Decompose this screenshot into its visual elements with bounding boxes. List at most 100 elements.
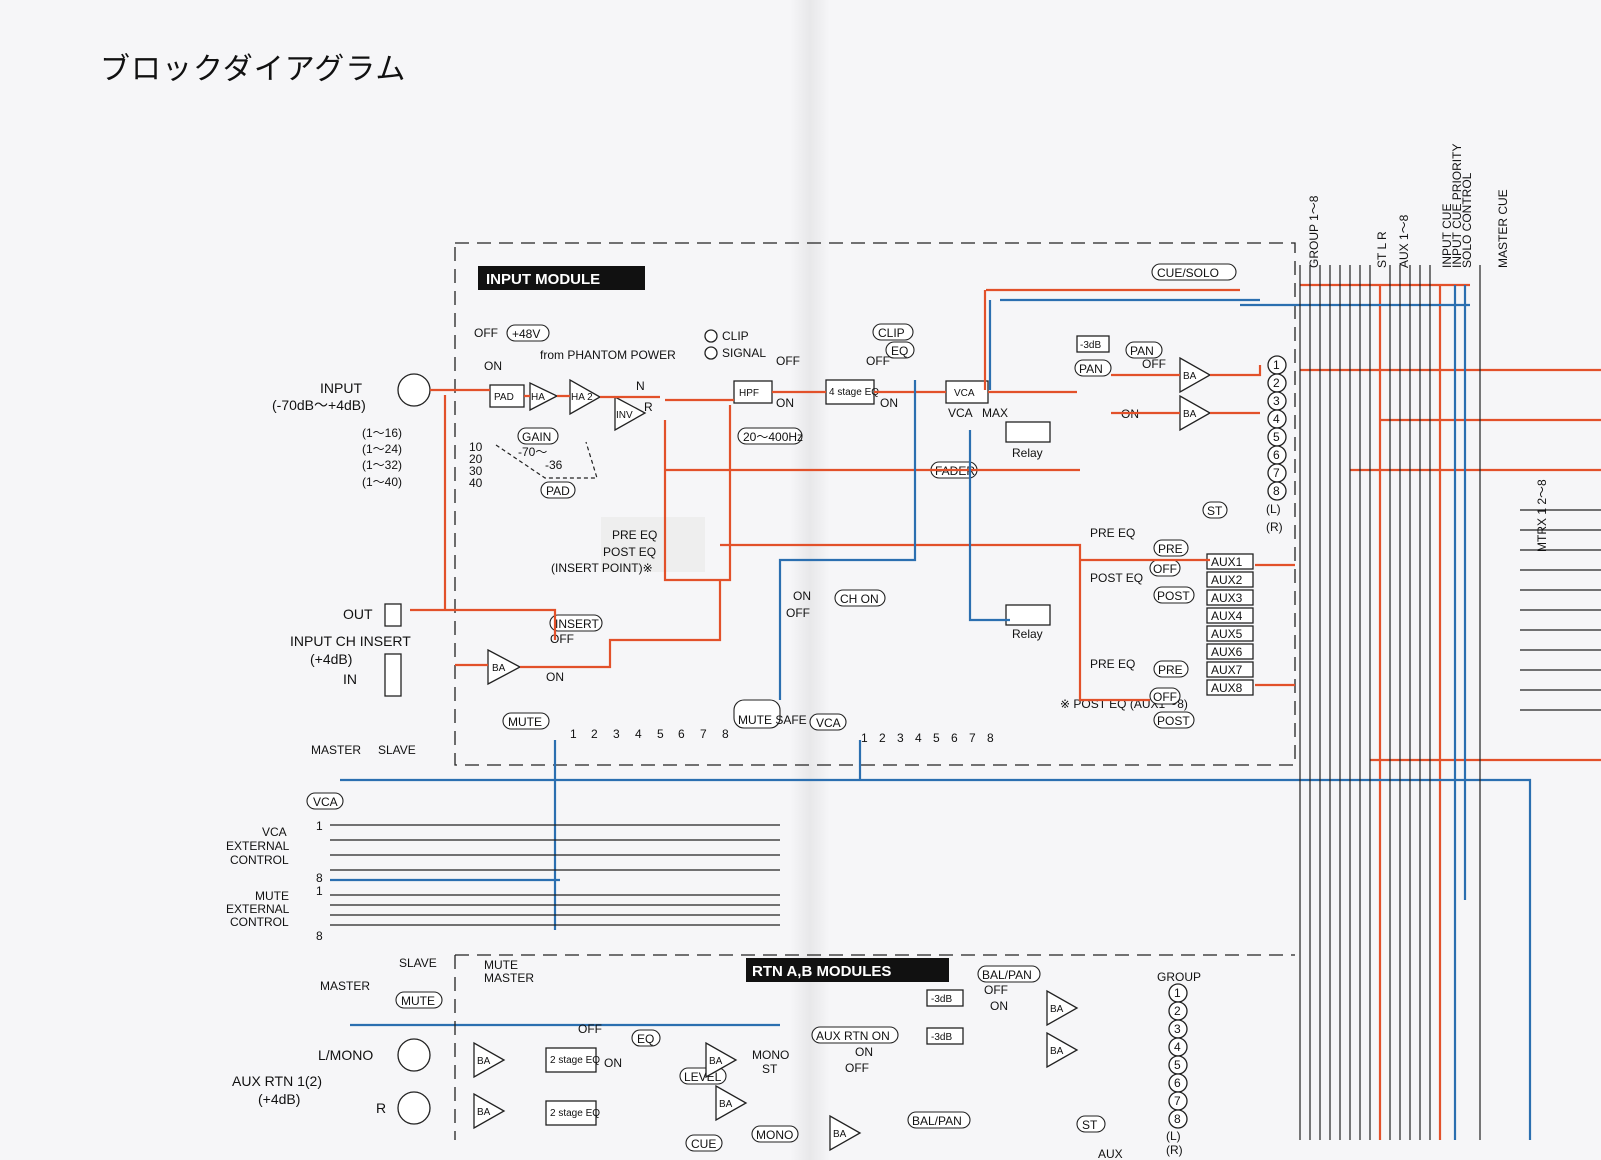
aux-pre-eq-bottom: PRE EQ bbox=[1090, 657, 1135, 671]
inv-amp-icon bbox=[614, 395, 647, 432]
group-3: 3 bbox=[1273, 394, 1280, 408]
ext-master: MASTER bbox=[311, 743, 361, 757]
rtn-mono: MONO bbox=[752, 1048, 789, 1062]
mute-num-1: 1 bbox=[570, 727, 577, 741]
rtn-mono-pill bbox=[751, 1125, 799, 1143]
vca-select-pill bbox=[809, 713, 847, 731]
vca-label: VCA bbox=[954, 388, 975, 399]
rtn-group-2: 2 bbox=[1174, 1004, 1181, 1018]
aux-post-top: POST bbox=[1157, 589, 1190, 603]
xlr-r-icon bbox=[397, 1091, 431, 1125]
rtn-cue-pill bbox=[685, 1134, 723, 1152]
insert-pre-eq: PRE EQ bbox=[612, 528, 657, 542]
input-label: INPUT bbox=[320, 380, 362, 396]
bal-pan-off: OFF bbox=[984, 983, 1008, 997]
bal-pan-top: BAL/PAN bbox=[982, 968, 1032, 982]
rtn-slave: SLAVE bbox=[399, 956, 437, 970]
ext-vca-label: VCA bbox=[313, 795, 338, 809]
group-4: 4 bbox=[1273, 412, 1280, 426]
rtn-l-mono: L/MONO bbox=[318, 1047, 373, 1063]
aux-4: AUX4 bbox=[1211, 609, 1243, 623]
channel-option-40: (1～40) bbox=[362, 475, 402, 489]
external-control-path bbox=[330, 878, 780, 1027]
vca-num-1: 1 bbox=[861, 731, 868, 745]
rtn-st-label: ST bbox=[1082, 1118, 1098, 1132]
st-pill bbox=[1202, 501, 1228, 519]
insert-return-path bbox=[663, 405, 1082, 582]
st-left: (L) bbox=[1266, 502, 1281, 516]
cue-solo-pill bbox=[1151, 263, 1237, 281]
aux-post-pill-bottom bbox=[1153, 711, 1195, 729]
vca-control-path bbox=[778, 380, 1010, 700]
ha2-label: HA 2 bbox=[571, 392, 593, 403]
bus-label-aux: AUX 1～8 bbox=[1397, 214, 1411, 268]
bal-pan-pill-top bbox=[977, 965, 1041, 983]
vca-fader-label: VCA bbox=[948, 406, 973, 420]
bus-label-st: ST L R bbox=[1375, 231, 1389, 268]
channel-option-24: (1～24) bbox=[362, 442, 402, 456]
vca-num-6: 6 bbox=[951, 731, 958, 745]
rtn-eq2-r-block bbox=[545, 1100, 597, 1126]
bus-red-outputs bbox=[1300, 283, 1601, 762]
rtn-bal-ba-r-icon bbox=[1046, 1031, 1079, 1069]
cue-solo-label: CUE/SOLO bbox=[1157, 266, 1219, 280]
vca-num-8: 8 bbox=[987, 731, 994, 745]
minus3db-label: -3dB bbox=[1080, 340, 1101, 351]
signal-wiring bbox=[330, 265, 1601, 1140]
aux-off-pill-bottom bbox=[1149, 687, 1181, 705]
bus-labels: GROUP 1～8 ST L R AUX 1～8 INPUT CUE INPUT… bbox=[1307, 144, 1549, 552]
phantom-48v: +48V bbox=[512, 327, 540, 341]
aux-7: AUX7 bbox=[1211, 663, 1243, 677]
in-jack-icon bbox=[384, 653, 402, 697]
rtn-minus3-top: -3dB bbox=[931, 994, 952, 1005]
rtn-level-ba-l: BA bbox=[709, 1056, 723, 1067]
insert-label: INPUT CH INSERT bbox=[290, 633, 411, 649]
solo-control-path bbox=[988, 298, 1470, 390]
vca-num-4: 4 bbox=[915, 731, 922, 745]
mute-pill-label: MUTE bbox=[508, 715, 542, 729]
pad-block-label: PAD bbox=[494, 392, 514, 403]
mute-num-2: 2 bbox=[591, 727, 598, 741]
rtn-group-7: 7 bbox=[1174, 1094, 1181, 1108]
rtn-st: ST bbox=[762, 1062, 778, 1076]
hpf-range: 20～400Hz bbox=[743, 430, 803, 444]
vca-ext-one: 1 bbox=[316, 819, 323, 833]
ha-label: HA bbox=[531, 392, 545, 403]
phase-r: R bbox=[644, 400, 653, 414]
rtn-aux-rtn: AUX RTN 1(2) bbox=[232, 1073, 322, 1089]
rtn-r: R bbox=[376, 1100, 386, 1116]
aux-send-labels: AUX1 AUX2 AUX3 AUX4 AUX5 AUX6 AUX7 AUX8 bbox=[1206, 553, 1254, 696]
phantom-source: from PHANTOM POWER bbox=[540, 348, 676, 362]
pad-value-20: 20 bbox=[469, 452, 483, 466]
aux-off-top: OFF bbox=[1153, 562, 1177, 576]
clip-led-icon bbox=[704, 329, 718, 343]
group-1: 1 bbox=[1273, 358, 1280, 372]
rtn-header: RTN A,B MODULES bbox=[752, 963, 891, 980]
out-label: OUT bbox=[343, 606, 373, 622]
group-2: 2 bbox=[1273, 376, 1280, 390]
rtn-group-6: 6 bbox=[1174, 1076, 1181, 1090]
aux-3: AUX3 bbox=[1211, 591, 1243, 605]
aux-6: AUX6 bbox=[1211, 645, 1243, 659]
rtn-level-ba-r: BA bbox=[719, 1099, 733, 1110]
vca-num-2: 2 bbox=[879, 731, 886, 745]
gain-range-bottom: -36 bbox=[545, 458, 563, 472]
main-signal-path bbox=[430, 373, 1180, 415]
gain-range-top: -70～ bbox=[518, 445, 547, 459]
aux-off-bottom: OFF bbox=[1153, 690, 1177, 704]
ext-vca-pill bbox=[306, 792, 344, 810]
mute-safe-pill bbox=[733, 699, 781, 729]
aux-pre-eq-top: PRE EQ bbox=[1090, 526, 1135, 540]
mute-ext-one: 1 bbox=[316, 884, 323, 898]
st-label: ST bbox=[1207, 504, 1223, 518]
rtn-level-ba-r-icon bbox=[715, 1084, 748, 1122]
rtn-ba-r-icon bbox=[473, 1092, 506, 1130]
phantom-48v-pill bbox=[506, 324, 550, 342]
input-range: (-70dB～+4dB) bbox=[272, 397, 366, 413]
hpf-range-pill bbox=[737, 427, 803, 445]
rtn-group-8: 8 bbox=[1174, 1112, 1181, 1126]
aux-1-box bbox=[1206, 553, 1254, 570]
mute-num-8: 8 bbox=[722, 727, 729, 741]
aux-8: AUX8 bbox=[1211, 681, 1243, 695]
